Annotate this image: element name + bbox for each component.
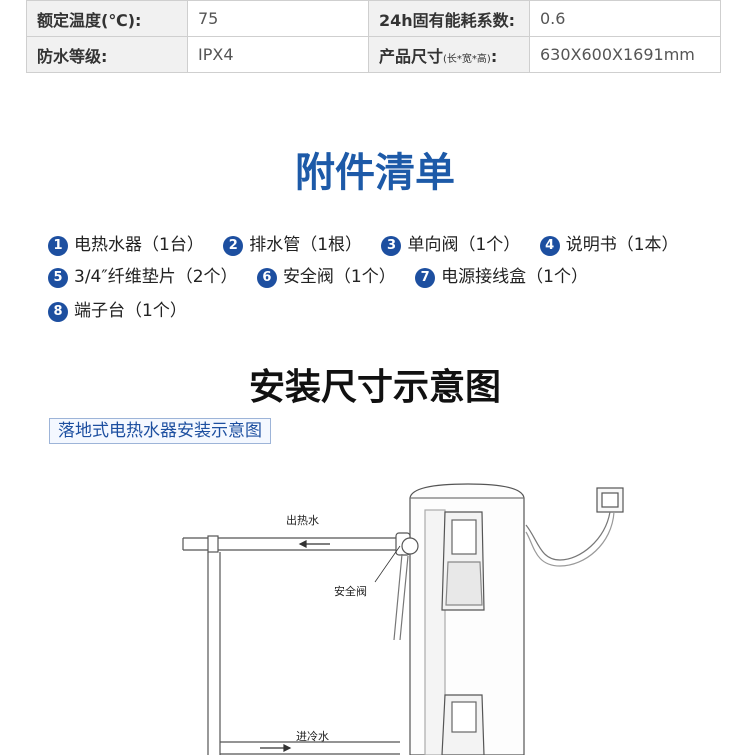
spec-label-colon: : — [490, 46, 498, 66]
number-badge-icon: 7 — [415, 268, 436, 288]
hot-water-pipe — [183, 537, 400, 551]
install-title: 安装尺寸示意图 — [248, 367, 501, 408]
number-badge-icon: 6 — [256, 268, 277, 288]
accessory-text: 单向阀（1个） — [407, 235, 521, 255]
spec-value: 630X600X1691mm — [529, 36, 721, 73]
number-badge-icon: 5 — [48, 268, 68, 288]
number-badge-icon: 2 — [223, 236, 244, 256]
safety-valve-label: 安全阀 — [334, 585, 367, 598]
accessory-item: 8 端子台（1个） — [48, 296, 187, 322]
installation-diagram — [182, 483, 624, 755]
accessory-item: 1 电热水器（1台） — [48, 230, 204, 256]
spec-row: 额定温度(℃): 75 24h固有能耗系数: 0.6 — [26, 0, 721, 37]
spec-label: 防水等级: — [26, 36, 188, 73]
accessory-text: 端子台（1个） — [74, 301, 187, 321]
accessory-text: 说明书（1本） — [565, 235, 679, 255]
accessory-item: 5 3/4″纤维垫片（2个） — [48, 262, 238, 288]
number-badge-icon: 1 — [48, 236, 68, 256]
accessory-text: 电热水器（1台） — [74, 235, 204, 255]
accessory-text: 排水管（1根） — [249, 235, 363, 255]
accessory-text: 3/4″纤维垫片（2个） — [74, 267, 238, 287]
spec-value: 0.6 — [529, 0, 721, 37]
number-badge-icon: 4 — [539, 236, 560, 256]
spec-label: 24h固有能耗系数: — [368, 0, 530, 37]
hot-water-out-label: 出热水 — [286, 514, 319, 527]
cold-water-pipe — [220, 741, 400, 755]
spec-label: 额定温度(℃): — [26, 0, 188, 37]
accessory-text: 电源接线盒（1个） — [441, 267, 588, 287]
number-badge-icon: 8 — [48, 302, 68, 322]
spec-value: IPX4 — [187, 36, 369, 73]
accessory-row: 8 端子台（1个） — [48, 296, 201, 322]
accessories-title: 附件清单 — [295, 150, 455, 196]
spec-row: 防水等级: IPX4 产品尺寸(长*宽*高): 630X600X1691mm — [26, 36, 721, 73]
spec-table: 额定温度(℃): 75 24h固有能耗系数: 0.6 防水等级: IPX4 产品… — [26, 0, 721, 73]
spec-label-note: (长*宽*高) — [443, 53, 491, 65]
spec-label-text: 产品尺寸 — [379, 46, 444, 66]
install-subtitle: 落地式电热水器安装示意图 — [49, 418, 271, 444]
number-badge-icon: 3 — [381, 236, 402, 256]
spec-label-size: 产品尺寸(长*宽*高): — [368, 36, 530, 73]
spec-value: 75 — [187, 0, 369, 37]
cold-water-in-label: 进冷水 — [296, 730, 329, 743]
accessory-text: 安全阀（1个） — [282, 267, 396, 287]
safety-valve — [401, 537, 419, 555]
